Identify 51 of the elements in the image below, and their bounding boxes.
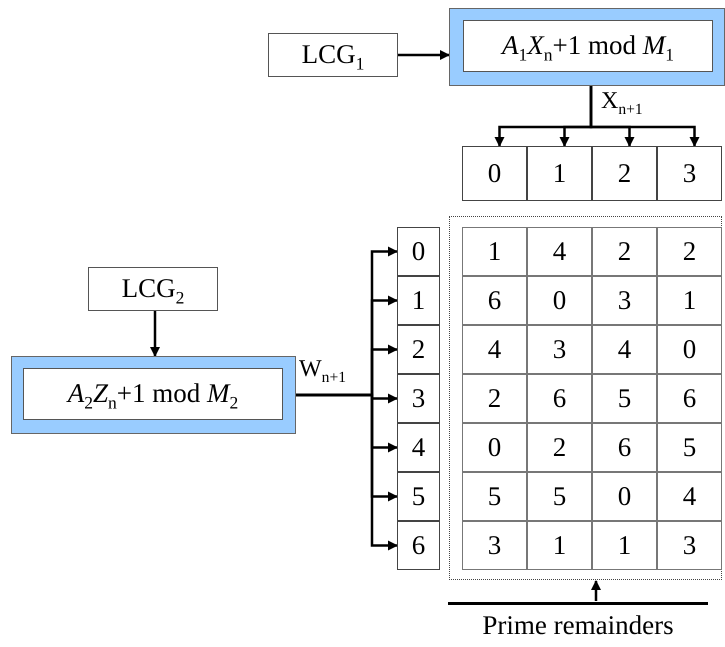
table-cell: 5 bbox=[657, 423, 722, 472]
table-cell: 0 bbox=[527, 276, 592, 325]
table-frame bbox=[449, 216, 722, 580]
formula-frame bbox=[449, 8, 725, 86]
table-cell: 2 bbox=[527, 423, 592, 472]
table-cell: 2 bbox=[462, 374, 527, 423]
table-cell: 6 bbox=[527, 374, 592, 423]
table-cell: 5 bbox=[592, 374, 657, 423]
table-cell: 6 bbox=[657, 374, 722, 423]
table-cell: 0 bbox=[462, 423, 527, 472]
arrow bbox=[398, 50, 450, 60]
table-cell: 6 bbox=[462, 276, 527, 325]
table-cell: 3 bbox=[462, 521, 527, 570]
arrow bbox=[591, 580, 601, 601]
table-cell: 0 bbox=[657, 325, 722, 374]
table-cell: 2 bbox=[592, 227, 657, 276]
index-cell: 1 bbox=[527, 146, 592, 201]
table-cell: 1 bbox=[527, 521, 592, 570]
index-cell: 2 bbox=[397, 325, 440, 374]
index-cell: 3 bbox=[657, 146, 722, 201]
index-cell: 2 bbox=[592, 146, 657, 201]
formula-text: A$_{1}$X$_{n}$+1 mod M$_{1}$ bbox=[463, 20, 713, 72]
table-cell: 4 bbox=[657, 472, 722, 521]
table-cell: 3 bbox=[592, 276, 657, 325]
index-cell: 4 bbox=[397, 423, 440, 472]
arrow bbox=[590, 86, 700, 147]
index-cell: 0 bbox=[462, 146, 527, 201]
process-box: LCG$_{2}$ bbox=[88, 267, 218, 311]
table-cell: 6 bbox=[592, 423, 657, 472]
table-cell: 3 bbox=[657, 521, 722, 570]
arrow bbox=[150, 311, 160, 357]
table-cell: 4 bbox=[592, 325, 657, 374]
table-cell: 1 bbox=[657, 276, 722, 325]
index-cell: 1 bbox=[397, 276, 440, 325]
table-cell: 1 bbox=[592, 521, 657, 570]
caption-text: Prime remainders bbox=[448, 602, 708, 646]
formula-text: A$_{2}$Z$_{n}$+1 mod M$_{2}$ bbox=[23, 368, 283, 420]
table-cell: 4 bbox=[527, 227, 592, 276]
table-cell: 0 bbox=[592, 472, 657, 521]
formula-frame bbox=[11, 356, 296, 434]
index-cell: 5 bbox=[397, 472, 440, 521]
process-box: LCG$_{1}$ bbox=[268, 33, 398, 77]
table-cell: 5 bbox=[527, 472, 592, 521]
table-cell: 1 bbox=[462, 227, 527, 276]
table-cell: 3 bbox=[527, 325, 592, 374]
table-cell: 4 bbox=[462, 325, 527, 374]
index-cell: 0 bbox=[397, 227, 440, 276]
table-cell: 2 bbox=[657, 227, 722, 276]
table-cell: 5 bbox=[462, 472, 527, 521]
index-cell: 6 bbox=[397, 521, 440, 570]
index-cell: 3 bbox=[397, 374, 440, 423]
